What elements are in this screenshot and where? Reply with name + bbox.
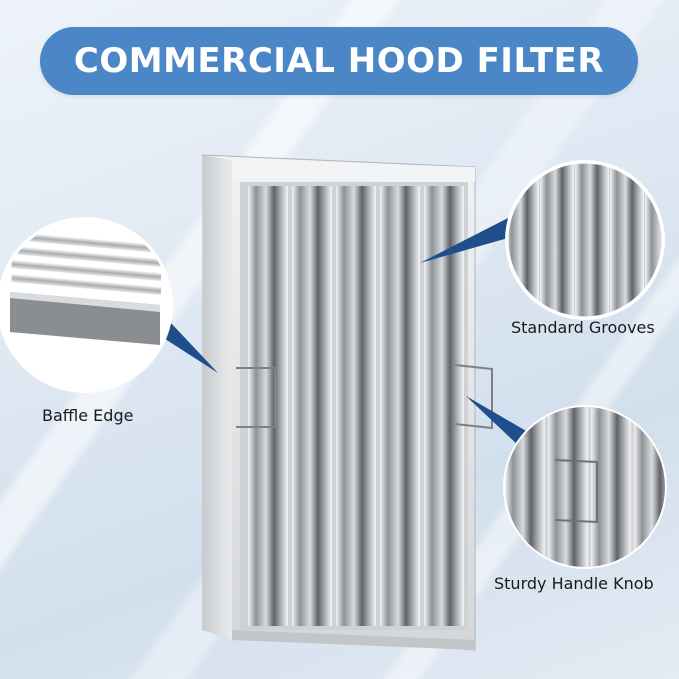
callout-standard-grooves [505, 160, 665, 320]
handle-right [454, 364, 493, 430]
handle-left [236, 367, 276, 428]
page-title: COMMERCIAL HOOD FILTER [73, 41, 605, 81]
pointer-baffle-edge [162, 322, 218, 373]
label-sturdy-handle-knob: Sturdy Handle Knob [494, 574, 654, 593]
callout-handle-knob [503, 405, 667, 569]
hood-filter [202, 154, 493, 651]
label-baffle-edge: Baffle Edge [42, 406, 134, 425]
pointer-standard-grooves [420, 218, 515, 263]
label-standard-grooves: Standard Grooves [511, 318, 655, 337]
pointer-handle-knob [466, 396, 528, 447]
title-banner: COMMERCIAL HOOD FILTER [40, 27, 638, 95]
callout-baffle-edge [0, 217, 173, 393]
